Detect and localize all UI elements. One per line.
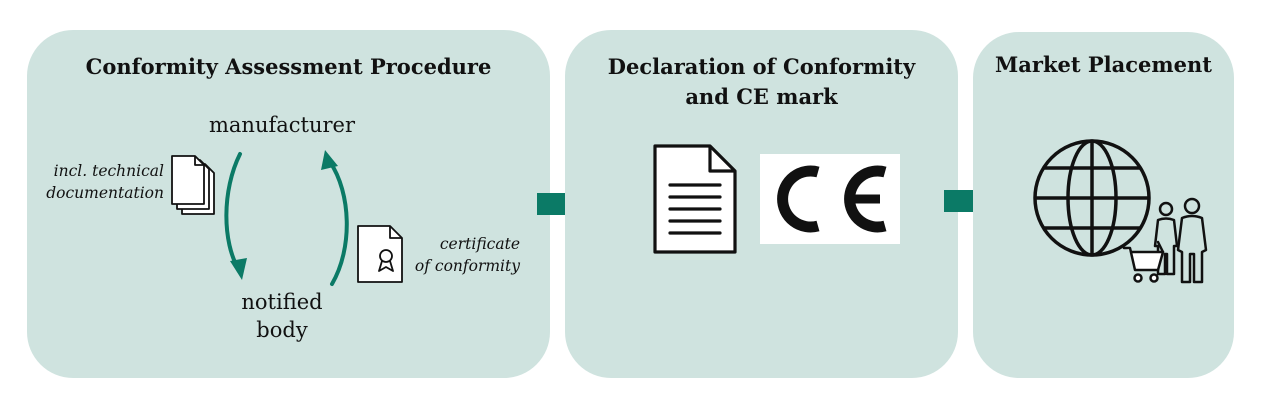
node-notified-body-line1: notified	[241, 290, 323, 314]
ce-mark-icon	[760, 154, 900, 244]
panel-conformity-assessment: Conformity Assessment Procedure	[27, 30, 550, 378]
annotation-certificate-of-conformity: certificate of conformity	[412, 233, 520, 277]
annotation-right-line1: certificate	[439, 235, 520, 253]
arrow-to-notified-body	[224, 152, 247, 280]
node-notified-body: notified body	[232, 288, 332, 344]
node-notified-body-line2: body	[256, 318, 308, 342]
annotation-left-line1: incl. technical	[53, 162, 164, 180]
panel-title-conformity-assessment: Conformity Assessment Procedure	[85, 54, 492, 79]
node-manufacturer: manufacturer	[208, 113, 355, 137]
panel-title-declaration-line1: Declaration of Conformity	[607, 54, 916, 79]
panel-title-market-placement: Market Placement	[995, 52, 1212, 77]
panel-title-declaration-line2: and CE mark	[685, 84, 838, 109]
certificate-icon	[357, 225, 403, 283]
document-icon	[653, 144, 737, 254]
arrow-to-manufacturer	[321, 150, 349, 286]
globe-icon	[1033, 139, 1151, 257]
annotation-right-line2: of conformity	[414, 257, 520, 275]
annotation-technical-documentation: incl. technical documentation	[46, 160, 164, 204]
shoppers-cart-icon	[1122, 197, 1208, 284]
documents-stack-icon	[171, 155, 215, 215]
annotation-left-line2: documentation	[46, 184, 164, 202]
panel-title-declaration: Declaration of Conformity and CE mark	[565, 52, 958, 112]
